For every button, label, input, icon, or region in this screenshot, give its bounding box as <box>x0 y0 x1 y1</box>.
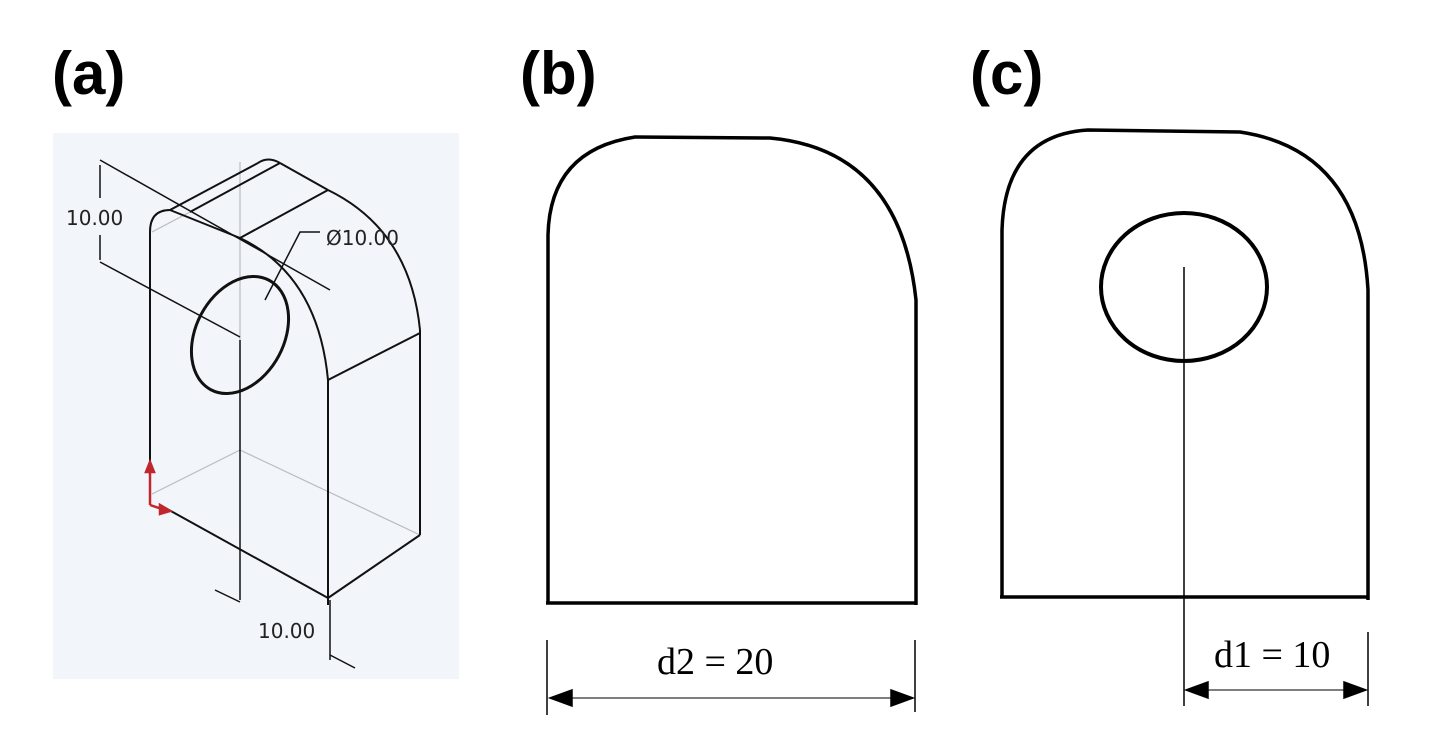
front-top-left-fillet <box>149 209 171 233</box>
front-arc <box>239 237 329 381</box>
width-dimension-label: 10.00 <box>258 619 315 643</box>
profile-outline-b <box>546 135 918 605</box>
top-right-edge <box>279 162 329 191</box>
panel-label-a: (a) <box>52 40 126 107</box>
panel-label-b: (b) <box>520 40 597 107</box>
top-back-edge <box>169 162 259 211</box>
profile-outline-c <box>1000 128 1370 600</box>
height-dimension-label: 10.00 <box>66 206 123 230</box>
d1-dimension-label: d1 = 10 <box>1214 634 1330 676</box>
hole-diameter-label: Ø10.00 <box>326 226 399 250</box>
panel-b-profile <box>546 135 918 605</box>
axis-triad-icon <box>144 458 174 516</box>
panel-label-c: (c) <box>970 40 1044 107</box>
panel-c-dimension <box>1183 267 1369 706</box>
diameter-leader <box>264 231 320 301</box>
panel-a-isometric-part <box>99 158 421 669</box>
back-arc <box>327 189 421 331</box>
panel-a-viewport <box>53 133 459 679</box>
hole-ellipse <box>189 274 291 396</box>
panel-b-dimension <box>546 640 916 715</box>
d2-dimension-label: d2 = 20 <box>657 641 773 683</box>
